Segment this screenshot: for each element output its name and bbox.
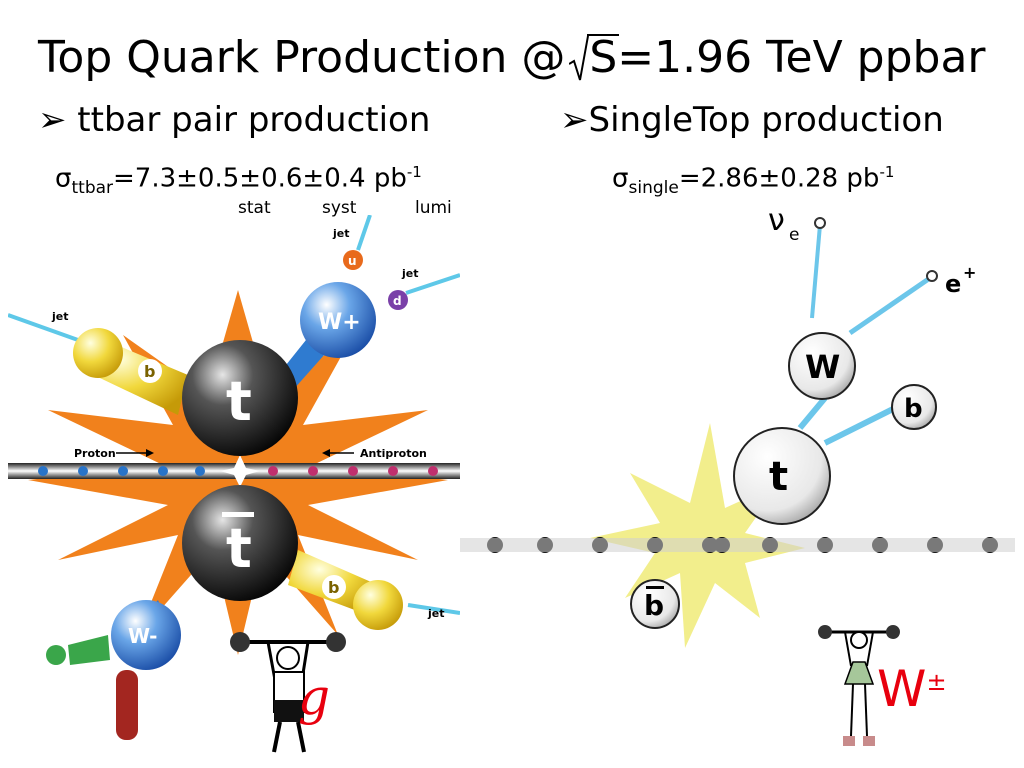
b-jet-bottom: b: [288, 550, 403, 630]
jet-label: jet: [401, 267, 419, 280]
w-marker-sup: ±: [926, 668, 947, 696]
bullet-ttbar: ➢ ttbar pair production: [38, 100, 430, 140]
antitop-label: t: [226, 517, 252, 580]
bullet-single: ➢SingleTop production: [560, 100, 944, 140]
beam-line: [460, 537, 1015, 553]
w-marker-letter: W: [877, 660, 927, 718]
u-quark: [343, 250, 363, 270]
sigma-exponent: -1: [879, 163, 895, 181]
w-minus-boson: W-: [46, 600, 181, 740]
top-quark: t: [733, 427, 831, 525]
weightlifter-icon: [230, 632, 346, 753]
sigma-value: =7.3±0.5±0.6±0.4 pb: [113, 163, 407, 194]
w-label: W: [805, 348, 840, 386]
jet-streak: [356, 215, 372, 251]
title-prefix: Top Quark Production @: [38, 32, 566, 83]
positron-label: e: [945, 270, 961, 298]
antiproton-label: Antiproton: [360, 447, 427, 460]
w-minus-label: W-: [128, 624, 157, 648]
arrow-bullet-icon: ➢: [560, 100, 589, 140]
beam-particles: [38, 466, 438, 476]
jet-label: jet: [51, 310, 69, 323]
jet-label: jet: [427, 607, 445, 620]
bbar-label: b: [644, 589, 664, 622]
neutrino-dot: [814, 217, 826, 229]
top-label: t: [769, 454, 788, 500]
sigma-value: =2.86±0.28 pb: [678, 163, 880, 194]
top-quark: t: [182, 340, 298, 456]
proton-label: Proton: [74, 447, 116, 460]
neutrino-label: ν: [768, 208, 785, 238]
neutrino-subscript: e: [789, 225, 799, 245]
collision-starburst: [590, 423, 805, 648]
weightlifter-icon: [818, 625, 900, 746]
jet-label: jet: [332, 227, 350, 240]
d-quark: [388, 290, 408, 310]
bbar-quark: b: [630, 579, 680, 629]
arrow-bullet-icon: ➢: [38, 100, 67, 140]
radical-sign-icon: [569, 35, 590, 81]
sigma-symbol: σ: [55, 163, 72, 194]
w-plus-boson: W+: [300, 282, 376, 358]
w-plus-label: W+: [318, 310, 361, 335]
dbar-quark-label: d: [393, 294, 402, 308]
ttbar-diagram: b b u d W+ W- t t Proto: [8, 215, 460, 753]
jet-streak: [405, 273, 460, 295]
b-quark: b: [891, 384, 937, 430]
error-label-stat: stat: [238, 198, 271, 218]
positron-dot: [926, 270, 938, 282]
w-boson: W: [788, 332, 856, 400]
jet-streak: [407, 603, 460, 615]
bullet-ttbar-text: ttbar pair production: [66, 100, 431, 140]
sigma-symbol: σ: [612, 163, 629, 194]
antitop-quark: t: [182, 485, 298, 601]
positron-track: [848, 275, 932, 336]
ttbar-cross-section: σttbar=7.3±0.5±0.6±0.4 pb-1: [55, 163, 422, 198]
sigma-subscript: single: [628, 177, 679, 198]
b-label: b: [904, 394, 923, 424]
w-track: [797, 396, 828, 430]
title-radicand: S: [589, 32, 618, 83]
bullet-single-text: SingleTop production: [588, 100, 944, 140]
error-label-lumi: lumi: [415, 198, 452, 218]
page-title: Top Quark Production @ S=1.96 TeV ppbar: [38, 30, 986, 86]
b-quark-label: b: [144, 362, 155, 381]
title-suffix: =1.96 TeV ppbar: [617, 32, 986, 83]
b-jet-top: b: [73, 328, 188, 415]
gluon-marker: g: [298, 668, 331, 726]
positron-sup: +: [963, 263, 976, 282]
single-top-diagram: ν e e + W b t b: [460, 208, 1015, 746]
single-cross-section: σsingle=2.86±0.28 pb-1: [612, 163, 894, 198]
sigma-exponent: -1: [406, 163, 422, 181]
sigma-subscript: ttbar: [71, 177, 114, 198]
error-label-syst: syst: [322, 198, 357, 218]
collision-flash: [220, 455, 260, 487]
bbar-quark-label: b: [328, 578, 339, 597]
jet-streak: [8, 313, 79, 342]
sqrt-symbol: S: [569, 30, 620, 86]
u-quark-label: u: [348, 254, 357, 268]
top-label: t: [226, 370, 252, 433]
b-track: [823, 405, 897, 446]
w-boson-marker: W±: [877, 660, 947, 718]
neutrino-track: [810, 224, 822, 319]
